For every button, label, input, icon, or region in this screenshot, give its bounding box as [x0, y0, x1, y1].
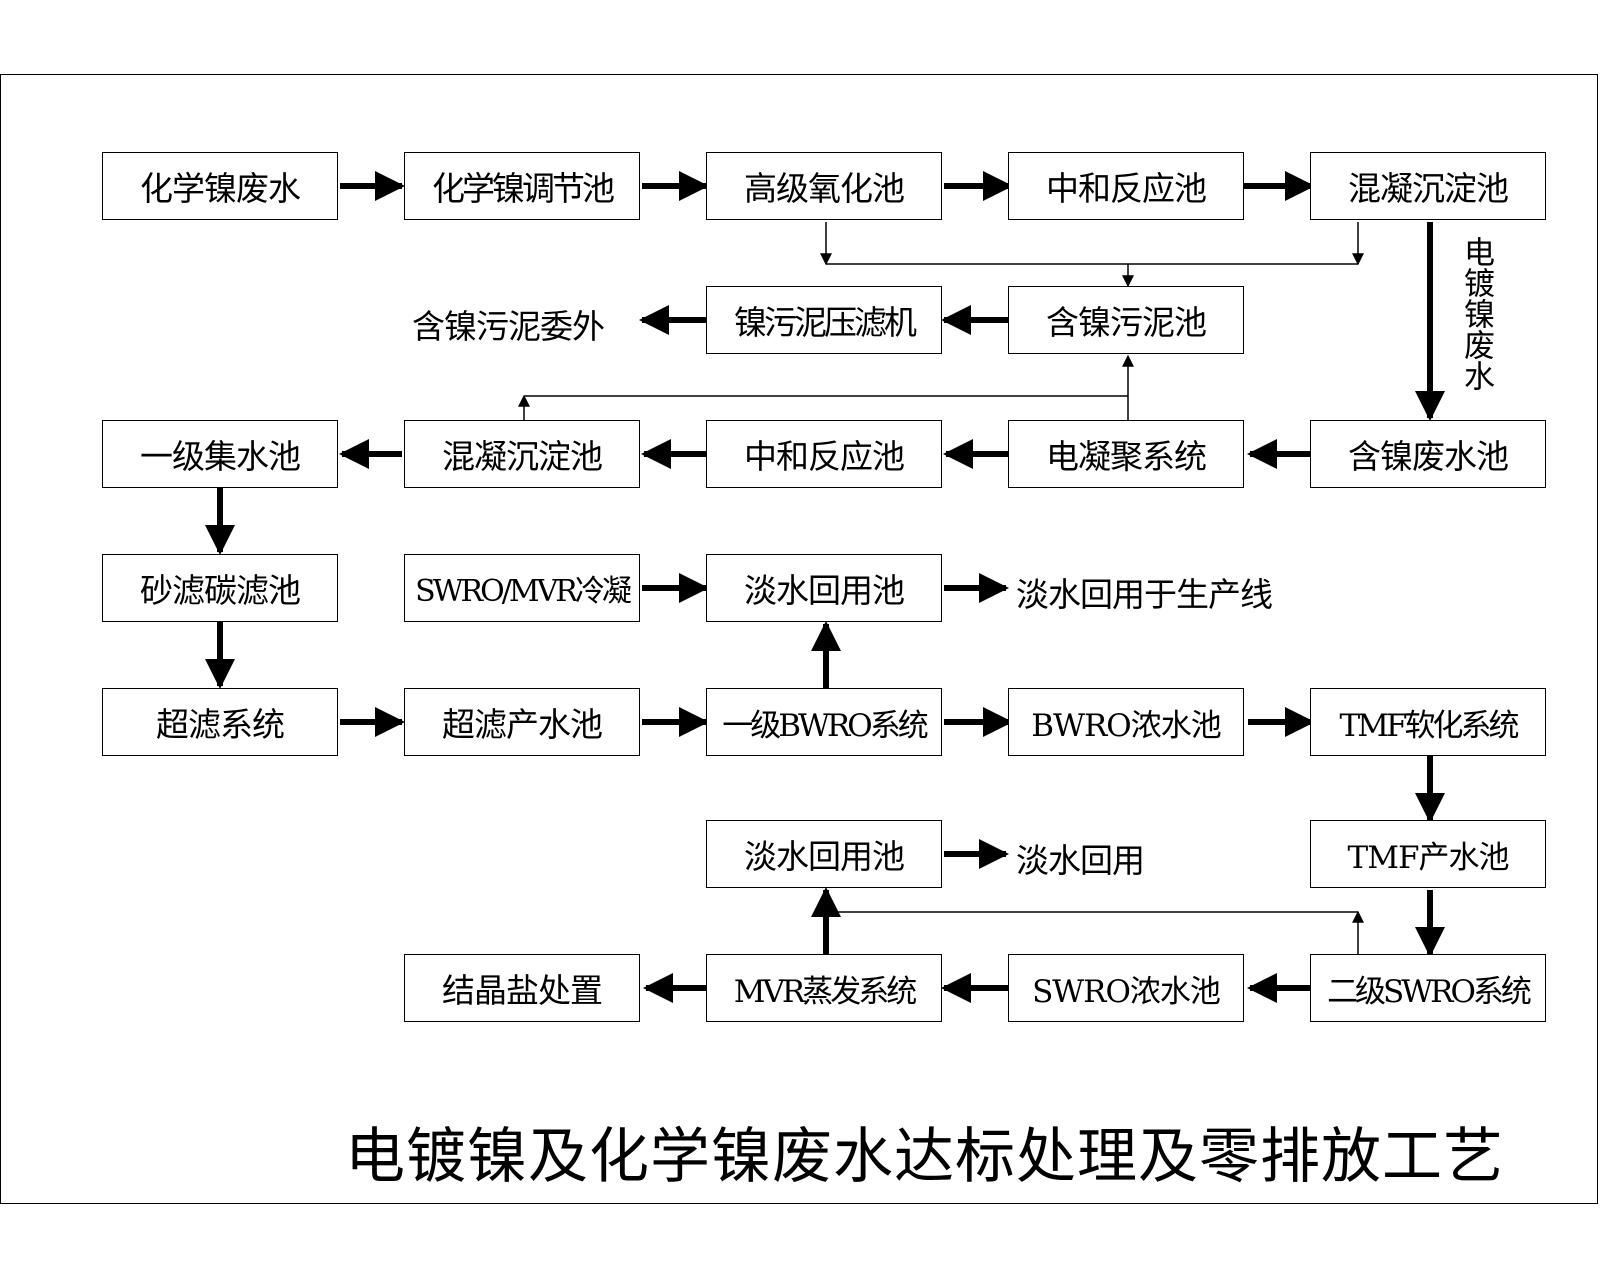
node-salt-disposal: 结晶盐处置 [404, 954, 640, 1022]
node-bwro-concentrate-tank: BWRO浓水池 [1008, 688, 1244, 756]
node-neutralization-2: 中和反应池 [706, 420, 942, 488]
node-swro-mvr-condensate: SWRO/MVR冷凝 [404, 554, 640, 622]
node-chem-ni-wastewater: 化学镍废水 [102, 152, 338, 220]
node-fresh-reuse-tank-2: 淡水回用池 [706, 820, 942, 888]
label-reuse-production: 淡水回用于生产线 [1016, 575, 1273, 614]
node-ultrafiltration: 超滤系统 [102, 688, 338, 756]
node-swro-concentrate-tank: SWRO浓水池 [1008, 954, 1244, 1022]
label-reuse: 淡水回用 [1016, 841, 1145, 880]
node-sand-carbon-filter: 砂滤碳滤池 [102, 554, 338, 622]
node-ni-wastewater-tank: 含镍废水池 [1310, 420, 1546, 488]
node-primary-collection: 一级集水池 [102, 420, 338, 488]
node-neutralization-1: 中和反应池 [1008, 152, 1244, 220]
node-mvr-evaporation: MVR蒸发系统 [706, 954, 942, 1022]
node-chem-ni-equalization: 化学镍调节池 [404, 152, 640, 220]
node-tmf-product-tank: TMF产水池 [1310, 820, 1546, 888]
node-coag-sediment-1: 混凝沉淀池 [1310, 152, 1546, 220]
node-ni-sludge-tank: 含镍污泥池 [1008, 286, 1244, 354]
node-tmf-softening: TMF软化系统 [1310, 688, 1546, 756]
node-swro-stage2: 二级SWRO系统 [1310, 954, 1546, 1022]
node-electrocoagulation: 电凝聚系统 [1008, 420, 1244, 488]
node-fresh-reuse-tank-1: 淡水回用池 [706, 554, 942, 622]
label-electroplating-ni-wastewater: 电镀镍废水 [1458, 236, 1494, 391]
diagram-frame [0, 74, 1598, 1204]
node-ni-sludge-press: 镍污泥压滤机 [706, 286, 942, 354]
node-bwro-stage1: 一级BWRO系统 [706, 688, 942, 756]
node-uf-product-tank: 超滤产水池 [404, 688, 640, 756]
node-advanced-oxidation: 高级氧化池 [706, 152, 942, 220]
node-coag-sediment-2: 混凝沉淀池 [404, 420, 640, 488]
label-sludge-outsourced: 含镍污泥委外 [412, 307, 605, 346]
page-title: 电镀镍及化学镍废水达标处理及零排放工艺 [345, 1122, 1504, 1192]
